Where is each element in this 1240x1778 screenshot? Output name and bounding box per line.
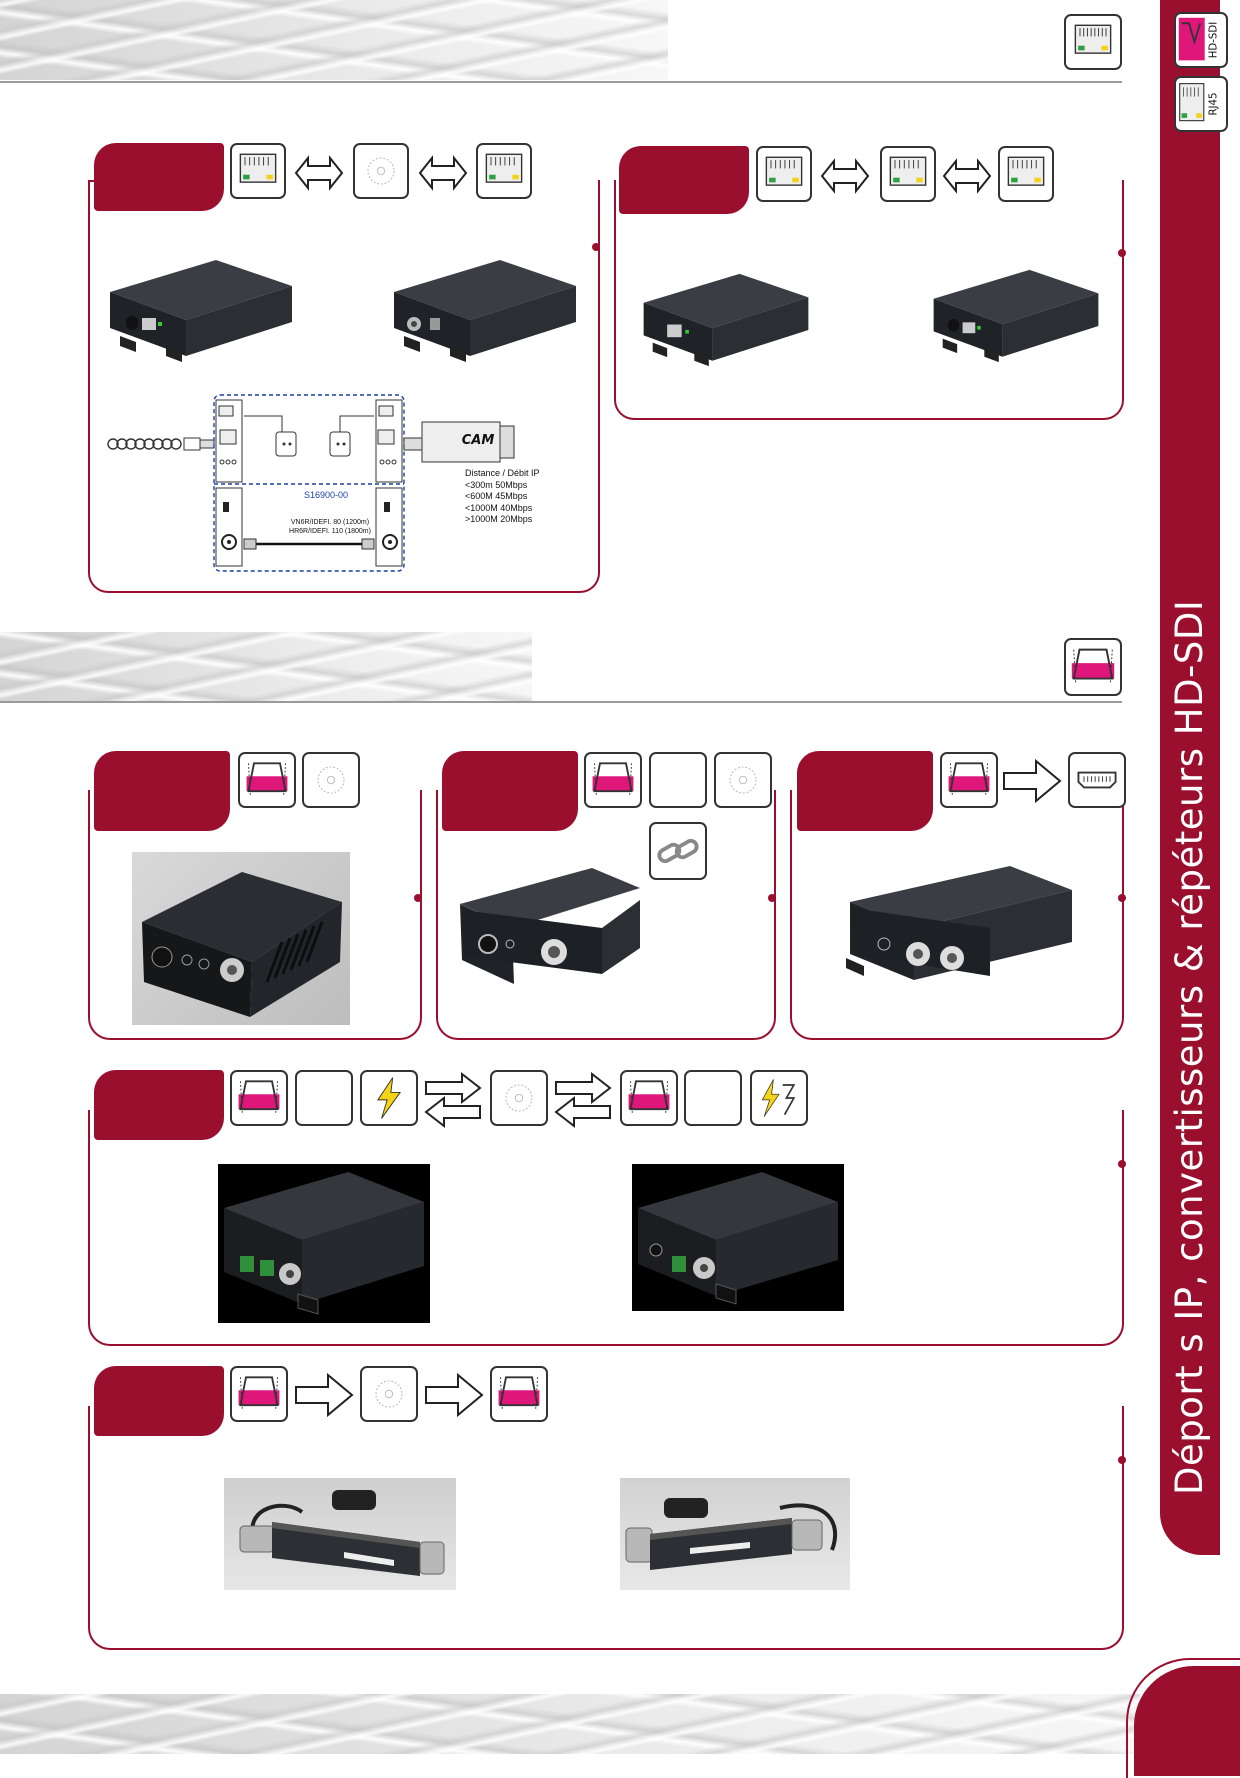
hdsdi-hdmi-product-image — [846, 866, 1072, 980]
coax-extender-tag — [94, 143, 224, 211]
double-arrow-icon — [294, 155, 344, 191]
rj45-repeater-frame — [614, 180, 1124, 420]
header-rule-middle — [0, 701, 1122, 703]
inline-extender-dot — [1118, 1456, 1126, 1464]
camera-label: CAM — [462, 433, 495, 448]
hdsdi-repeater-product-image — [459, 868, 640, 984]
hdsdi-icon — [230, 1070, 288, 1126]
distance-line: <300m 50Mbps — [465, 479, 528, 490]
hdsdi-poc-frame — [88, 1110, 1124, 1346]
rj45-badge-icon: RJ45 — [1174, 76, 1228, 132]
hdsdi-icon — [230, 1366, 288, 1422]
lightning-icon — [360, 1070, 418, 1126]
rj45-repeater-receiver-image — [933, 269, 1099, 363]
rj45-icon — [998, 146, 1054, 202]
header-rule-top — [0, 81, 1122, 83]
sidebar-title: Déport s IP, convertisseurs & répéteurs … — [1168, 599, 1211, 1495]
distance-line: <1000M 40Mbps — [465, 502, 533, 513]
bidirectional-arrow-icon — [554, 1071, 612, 1129]
hdsdi-poc-transmitter-photo — [218, 1164, 430, 1323]
right-arrow-icon — [1003, 758, 1062, 804]
hdsdi-coax-frame — [88, 790, 422, 1040]
double-lightning-icon — [750, 1070, 808, 1126]
hdsdi-badge-icon: HD-SDI — [1174, 12, 1228, 68]
double-arrow-icon — [418, 155, 468, 191]
rj45-icon — [880, 146, 936, 202]
blank-icon — [649, 752, 707, 808]
hdsdi-badge-label: HD-SDI — [1209, 22, 1220, 58]
cable-spec-line2: HR6R/IDEFI. 110 (1800m) — [289, 528, 371, 535]
sidebar-band — [1160, 0, 1220, 1555]
chain-link-icon — [649, 822, 707, 880]
hdsdi-coax-tag — [94, 751, 230, 831]
hdsdi-icon — [584, 752, 642, 808]
hdsdi-hdmi-dot — [1118, 894, 1126, 902]
hdsdi-section-icon — [1064, 638, 1122, 696]
hdsdi-icon — [940, 752, 998, 808]
inline-extender-receiver-photo — [620, 1478, 850, 1590]
bidirectional-arrow-icon — [424, 1071, 482, 1129]
distance-line: <600M 45Mbps — [465, 491, 528, 501]
coax-icon — [490, 1070, 548, 1126]
distance-title: Distance / Débit IP — [465, 468, 540, 478]
coax-icon — [353, 143, 409, 199]
hdsdi-repeater-frame — [436, 790, 776, 1040]
rj45-repeater-dot — [1118, 249, 1126, 257]
diagram-reference: S16900-00 — [304, 490, 349, 500]
distance-table: Distance / Débit IP <300m 50Mbps <600M 4… — [465, 468, 540, 526]
coax-icon — [714, 752, 772, 808]
right-arrow-icon — [295, 1372, 354, 1418]
rj45-icon — [230, 143, 286, 199]
rj45-icon — [476, 143, 532, 199]
distance-line: >1000M 20Mbps — [465, 514, 533, 524]
inline-extender-tag — [94, 1366, 224, 1436]
rj45-icon — [756, 146, 812, 202]
hdsdi-hdmi-frame — [790, 790, 1124, 1040]
hdsdi-coax-product-photo — [132, 852, 350, 1025]
hdsdi-icon — [238, 752, 296, 808]
hdsdi-icon — [620, 1070, 678, 1126]
hdsdi-repeater-tag — [442, 751, 578, 831]
rj45-section-icon — [1064, 14, 1122, 70]
hdsdi-poc-tag — [94, 1070, 224, 1140]
rj45-badge-label: RJ45 — [1209, 92, 1220, 115]
blank-icon — [684, 1070, 742, 1126]
coax-wiring-diagram: CAM — [107, 394, 515, 572]
page-number-tab — [1126, 1658, 1240, 1778]
hdsdi-poc-dot — [1118, 1160, 1126, 1168]
hdsdi-hdmi-tag — [797, 751, 933, 831]
coax-extender-transmitter-image — [110, 260, 292, 362]
blank-icon — [295, 1070, 353, 1126]
header-banner-top — [0, 0, 668, 80]
right-arrow-icon — [425, 1372, 484, 1418]
double-arrow-icon — [942, 158, 992, 194]
cable-spec-line1: VN6R/IDEFI. 80 (1200m) — [290, 519, 370, 526]
rj45-repeater-tag — [619, 146, 749, 214]
hdsdi-repeater-dot — [768, 894, 776, 902]
coax-icon — [302, 752, 360, 808]
coax-extender-receiver-image — [394, 260, 576, 362]
footer-banner — [0, 1694, 1140, 1754]
hdsdi-coax-dot — [414, 894, 422, 902]
coax-icon — [360, 1366, 418, 1422]
header-banner-middle — [0, 632, 532, 701]
coax-extender-dot — [592, 243, 600, 251]
rj45-repeater-transmitter-image — [643, 273, 809, 367]
hdmi-icon — [1068, 752, 1126, 808]
hdsdi-icon — [490, 1366, 548, 1422]
hdsdi-poc-receiver-photo — [632, 1164, 844, 1311]
coax-extender-frame — [88, 180, 600, 593]
inline-extender-frame — [88, 1406, 1124, 1650]
double-arrow-icon — [820, 158, 870, 194]
inline-extender-transmitter-photo — [224, 1478, 456, 1590]
